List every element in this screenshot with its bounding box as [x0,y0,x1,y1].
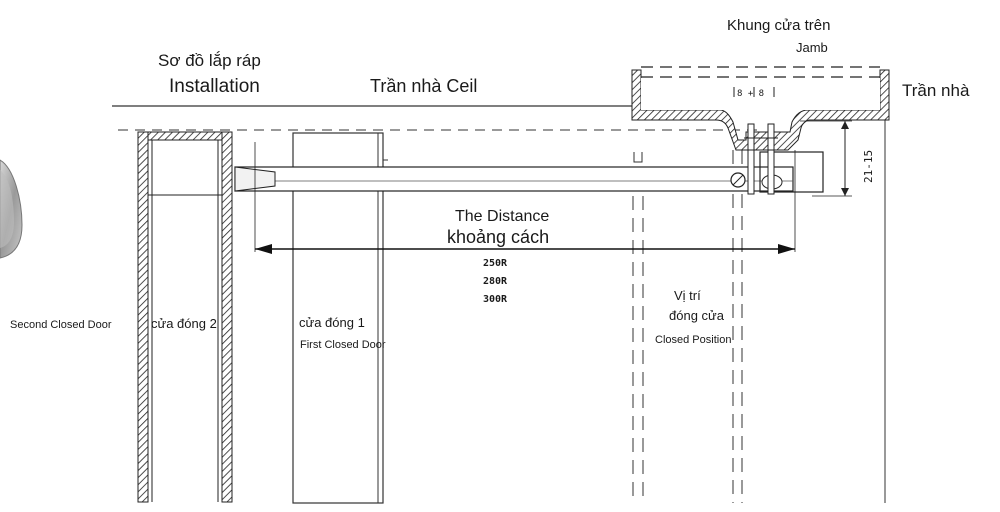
arm-size-280: 280R [483,276,508,287]
jamb-label-vi: Khung cửa trên [727,17,830,34]
dim-right-label: 21-15 [862,150,875,183]
first-closed-door [292,132,388,504]
second-door-label-en: Second Closed Door [10,319,112,331]
distance-arrow [254,142,796,254]
door-closer-image [0,159,23,259]
installation-label-vi: Sơ đồ lắp ráp [158,51,261,70]
distance-label-vi: khoảng cách [447,227,549,247]
second-door-label-vi: cửa đóng 2 [151,316,217,331]
arm-size-300: 300R [483,294,508,305]
distance-label-en: The Distance [455,208,549,225]
jamb-label-en: Jamb [796,40,828,55]
closed-position-lines [632,150,743,503]
first-door-label-en: First Closed Door [300,339,386,351]
position-label-en: Closed Position [655,334,731,346]
arm-size-250: 250R [483,258,508,269]
ceiling-label: Trần nhà Ceil [370,76,477,96]
installation-label-en: Installation [169,76,260,97]
second-closed-door-frame [137,131,233,503]
closer-arm [234,151,824,193]
ceiling-label-right: Trần nhà [902,81,970,100]
jamb-frame [631,66,890,195]
position-label-vi-2: đóng cửa [669,308,725,323]
first-door-label-vi: cửa đóng 1 [299,315,365,330]
height-dimension [800,120,852,197]
dim-top-label: 8 + 8 [737,89,764,99]
position-label-vi-1: Vị trí [674,288,701,303]
